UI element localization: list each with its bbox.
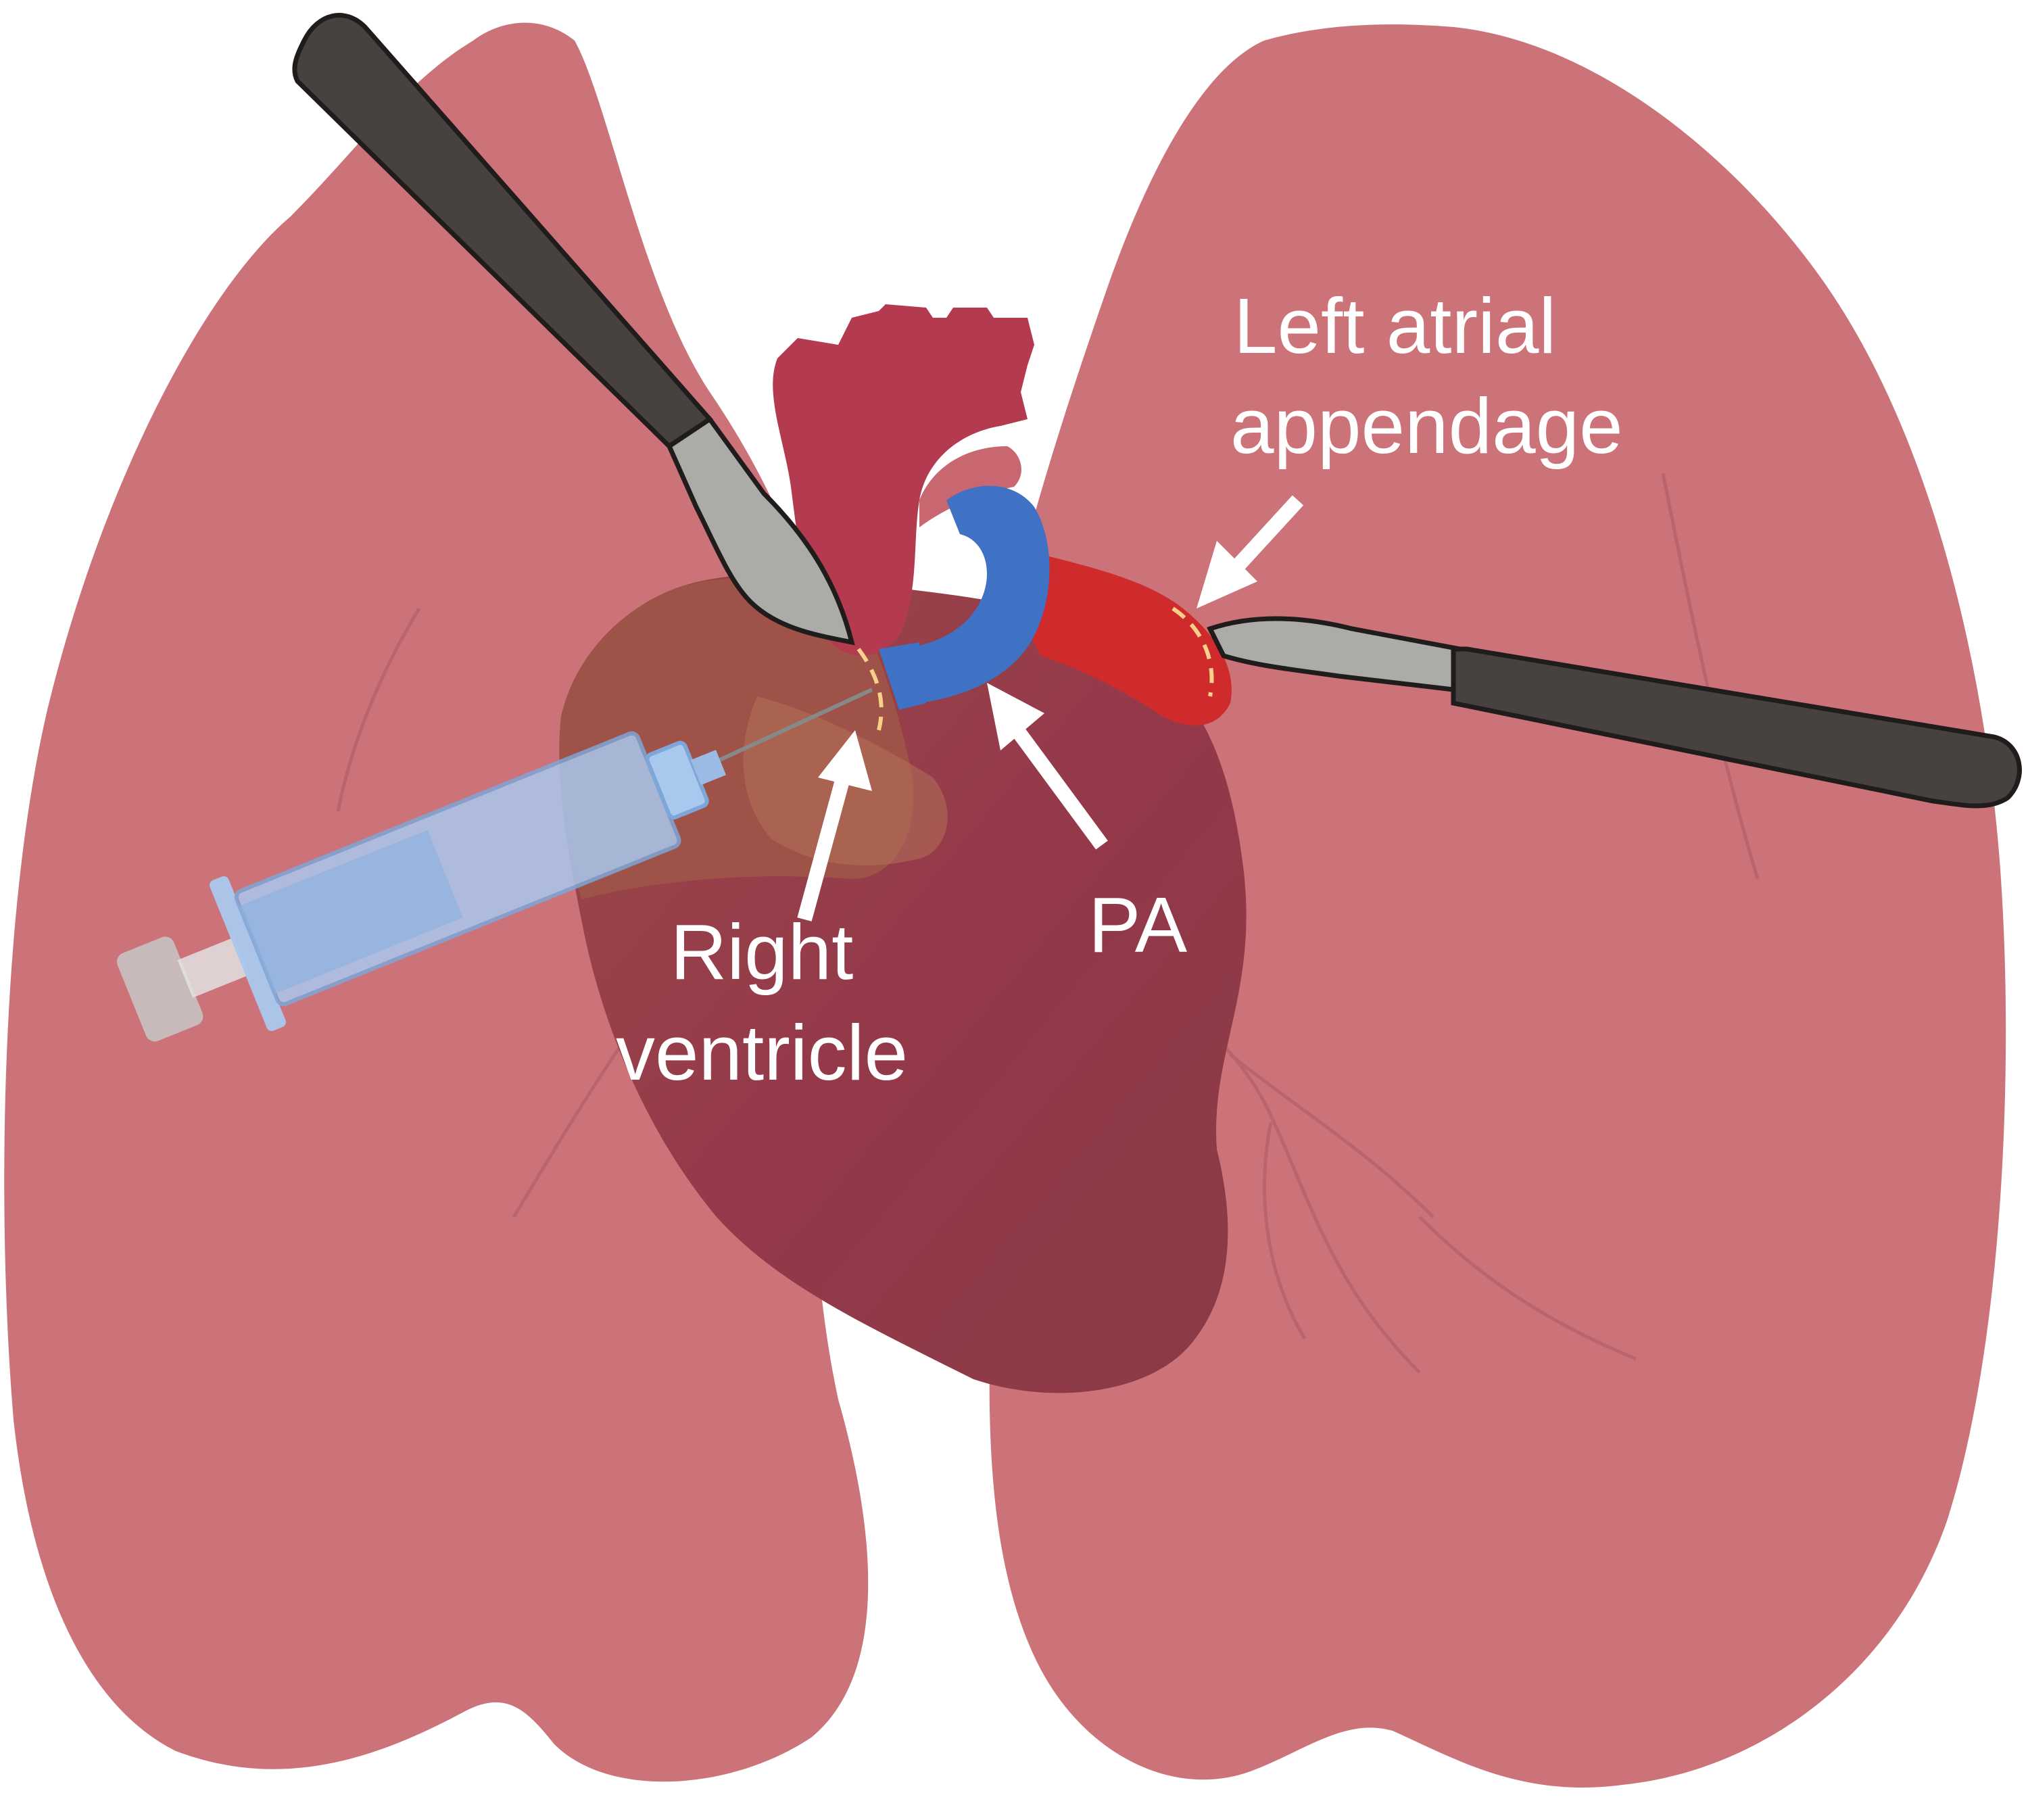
- scalpel-upper-handle: [292, 13, 714, 450]
- scalpel-upper: [292, 13, 855, 646]
- label-left-atrial-appendage-line2: appendage: [1230, 382, 1623, 470]
- label-right-ventricle-line1: Right: [671, 908, 854, 996]
- aorta: [773, 304, 1034, 656]
- arrows: [797, 495, 1304, 921]
- syringe-needle: [695, 688, 873, 773]
- label-right-ventricle-line2: ventricle: [616, 1009, 908, 1097]
- scalpel-upper-blade: [666, 416, 855, 646]
- incision-right-ventricle: [856, 648, 884, 731]
- syringe: [116, 688, 873, 1042]
- arrow-pa: [987, 683, 1108, 850]
- pulmonary-artery: [906, 485, 1050, 703]
- arrow-left-atrial-appendage: [1197, 495, 1304, 608]
- arrow-right-ventricle: [797, 730, 872, 921]
- incision-marks: [856, 606, 1214, 731]
- incision-left-atrial-appendage: [1172, 606, 1214, 697]
- pulmonary-artery-root: [879, 642, 926, 710]
- scalpel-right: [1207, 616, 2022, 809]
- scalpel-right-handle: [1451, 646, 2022, 809]
- label-pa: PA: [1088, 881, 1188, 969]
- lung-vessels: [336, 473, 1760, 1374]
- aorta-arch-inner: [919, 446, 1021, 527]
- left-lung: [982, 24, 2006, 1788]
- label-left-atrial-appendage-line1: Left atrial: [1234, 282, 1556, 370]
- left-atrial-appendage: [1025, 554, 1232, 726]
